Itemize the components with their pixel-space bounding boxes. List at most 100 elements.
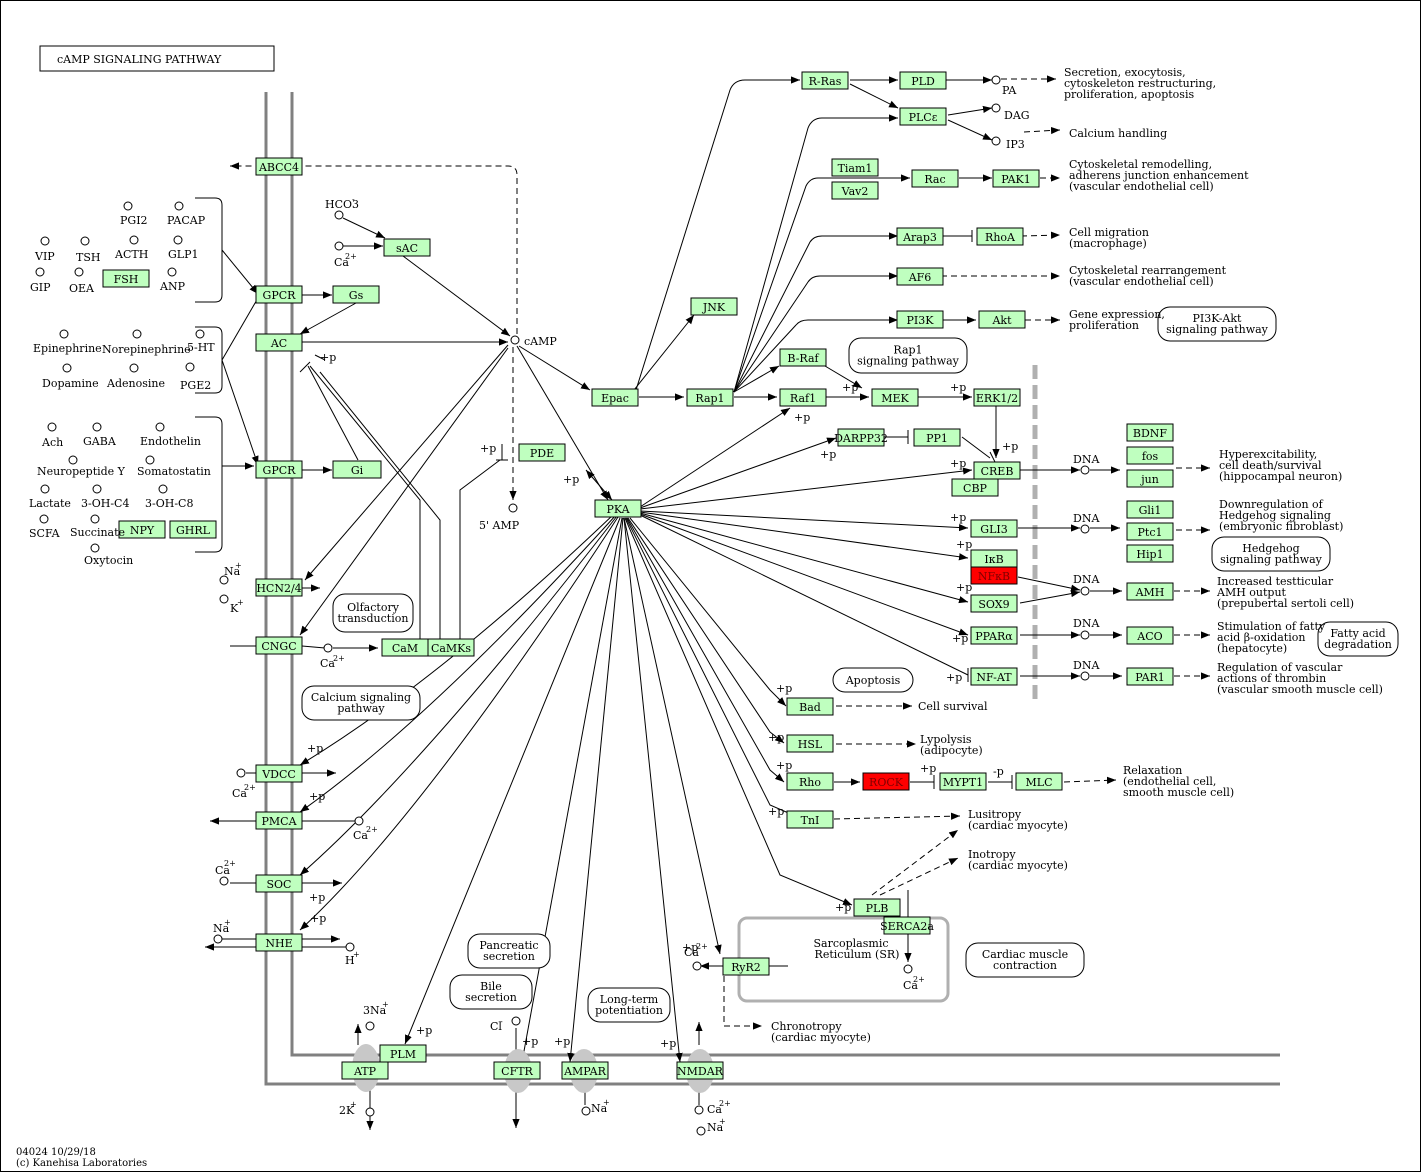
gene-rho[interactable]: Rho [786, 772, 834, 791]
gene-rock[interactable]: ROCK [862, 772, 910, 791]
gene-ampar[interactable]: AMPAR [561, 1061, 609, 1080]
compound-node[interactable] [80, 236, 90, 246]
compound-node[interactable] [132, 329, 142, 339]
compound-node[interactable] [39, 514, 49, 524]
pathway-link-apoptosis[interactable]: Apoptosis [832, 667, 914, 693]
gene-mlc[interactable]: MLC [1015, 772, 1063, 791]
gene-ghrl[interactable]: GHRL [169, 520, 217, 539]
gene-rras[interactable]: R-Ras [801, 71, 849, 90]
gene-jnk[interactable]: JNK [690, 297, 738, 316]
compound-node[interactable] [991, 103, 1001, 113]
compound-node[interactable] [145, 455, 155, 465]
compound-node[interactable] [345, 942, 355, 952]
gene-mypt1[interactable]: MYPT1 [939, 772, 987, 791]
compound-node[interactable] [334, 241, 344, 251]
gene-tiam1[interactable]: Tiam1 [831, 158, 879, 177]
compound-node[interactable] [47, 422, 57, 432]
gene-cam[interactable]: CaM [381, 638, 429, 657]
gene-nmdar[interactable]: NMDAR [676, 1061, 724, 1080]
compound-node[interactable] [354, 816, 364, 826]
gene-gli3[interactable]: GLI3 [970, 519, 1018, 538]
gene-nfkb[interactable]: NFκB [970, 566, 1018, 585]
compound-node[interactable] [692, 961, 702, 971]
compound-node[interactable] [158, 484, 168, 494]
compound-node[interactable] [167, 267, 177, 277]
gene-vdcc[interactable]: VDCC [255, 764, 303, 783]
compound-node[interactable] [173, 235, 183, 245]
gene-ac[interactable]: AC [255, 333, 303, 352]
compound-node[interactable] [323, 643, 333, 653]
compound-node[interactable] [903, 964, 913, 974]
gene-sac[interactable]: sAC [383, 238, 431, 257]
gene-creb[interactable]: CREB [973, 461, 1021, 480]
gene-hip1[interactable]: Hip1 [1126, 544, 1174, 563]
gene-serca2a[interactable]: SERCA2a [880, 916, 934, 935]
gene-cbp[interactable]: CBP [951, 478, 999, 497]
gene-abcc4[interactable]: ABCC4 [255, 157, 303, 176]
compound-node[interactable] [1080, 465, 1090, 475]
compound-node[interactable] [129, 363, 139, 373]
gene-braf[interactable]: B-Raf [779, 348, 827, 367]
compound-node[interactable] [581, 1106, 591, 1116]
gene-rac[interactable]: Rac [911, 169, 959, 188]
gene-akt[interactable]: Akt [978, 310, 1026, 329]
gene-hcn[interactable]: HCN2/4 [255, 578, 303, 597]
gene-raf1[interactable]: Raf1 [779, 388, 827, 407]
gene-gi[interactable]: Gi [332, 460, 382, 479]
gene-pak1[interactable]: PAK1 [992, 169, 1040, 188]
compound-node[interactable] [40, 236, 50, 246]
gene-vav2[interactable]: Vav2 [831, 181, 879, 200]
compound-node[interactable] [511, 1016, 521, 1026]
compound-node[interactable] [365, 1107, 375, 1117]
gene-hsl[interactable]: HSL [786, 734, 834, 753]
compound-node[interactable] [62, 363, 72, 373]
gene-fsh[interactable]: FSH [102, 269, 150, 288]
compound-node[interactable] [219, 594, 229, 604]
gene-gpcr1[interactable]: GPCR [255, 285, 303, 304]
compound-node[interactable] [174, 201, 184, 211]
gene-af6[interactable]: AF6 [896, 267, 944, 286]
compound-node[interactable] [334, 210, 344, 220]
gene-darpp32[interactable]: DARPP32 [834, 428, 888, 447]
gene-sox9[interactable]: SOX9 [970, 594, 1018, 613]
compound-node[interactable] [123, 201, 133, 211]
gene-bdnf[interactable]: BDNF [1126, 423, 1174, 442]
gene-jun[interactable]: jun [1126, 469, 1174, 488]
gene-arap3[interactable]: Arap3 [896, 227, 944, 246]
compound-node[interactable] [185, 362, 195, 372]
compound-node[interactable] [236, 768, 246, 778]
gene-bad[interactable]: Bad [786, 697, 834, 716]
compound-node[interactable] [1080, 586, 1090, 596]
compound-node[interactable] [219, 876, 229, 886]
gene-ryr2[interactable]: RyR2 [722, 957, 770, 976]
gene-pmca[interactable]: PMCA [255, 811, 303, 830]
gene-nhe[interactable]: NHE [255, 933, 303, 952]
gene-plce[interactable]: PLCε [899, 107, 947, 126]
gene-rap1[interactable]: Rap1 [686, 388, 734, 407]
compound-node[interactable] [90, 514, 100, 524]
gene-plb[interactable]: PLB [853, 898, 901, 917]
compound-node[interactable] [195, 329, 205, 339]
gene-erk[interactable]: ERK1/2 [973, 388, 1021, 407]
gene-amh[interactable]: AMH [1126, 582, 1174, 601]
compound-node[interactable] [92, 484, 102, 494]
compound-node[interactable] [991, 75, 1001, 85]
compound-node[interactable] [92, 422, 102, 432]
compound-node[interactable] [1080, 524, 1090, 534]
compound-node[interactable] [40, 484, 50, 494]
compound-node[interactable] [1080, 630, 1090, 640]
gene-pka[interactable]: PKA [594, 499, 642, 518]
compound-node[interactable] [213, 934, 223, 944]
gene-aco[interactable]: ACO [1126, 626, 1174, 645]
gene-par1[interactable]: PAR1 [1126, 667, 1174, 686]
compound-node[interactable] [991, 136, 1001, 146]
compound-node[interactable] [510, 335, 520, 345]
